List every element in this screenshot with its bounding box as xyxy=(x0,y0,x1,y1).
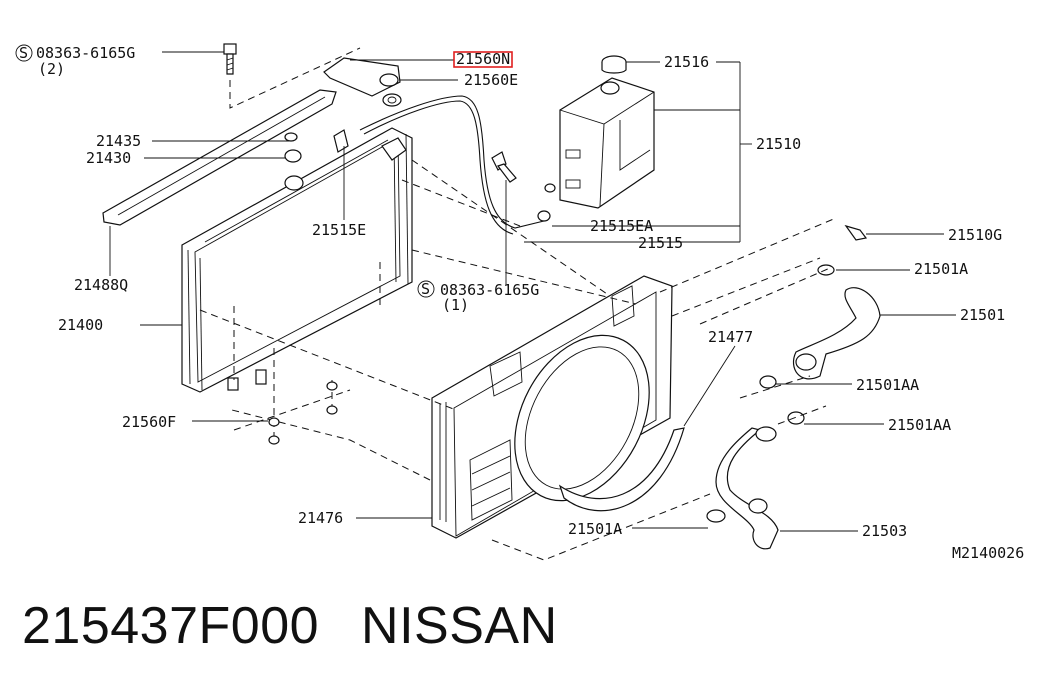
highlight-box-21560n xyxy=(453,51,513,68)
s-marker-top xyxy=(15,44,33,62)
fan-guard-21477 xyxy=(558,427,685,512)
label-21501a-top: 21501A xyxy=(914,260,968,278)
label-21515: 21515 xyxy=(638,234,683,252)
label-21503: 21503 xyxy=(862,522,907,540)
label-21560n: 21560N xyxy=(456,50,510,68)
lower-hose-21503 xyxy=(706,426,779,550)
label-21560f: 21560F xyxy=(122,413,176,431)
label-21510: 21510 xyxy=(756,135,801,153)
label-21400: 21400 xyxy=(58,316,103,334)
part-labels: S 08363-6165G (2) 21560N 21560E 21516 21… xyxy=(15,44,1024,562)
label-21510g: 21510G xyxy=(948,226,1002,244)
upper-seal-21488q xyxy=(102,89,337,226)
label-21560e: 21560E xyxy=(464,71,518,89)
caption-part-number: 215437F000 xyxy=(22,597,320,655)
label-21430: 21430 xyxy=(86,149,131,167)
bolt-middle xyxy=(491,151,517,183)
bolt-21510g xyxy=(844,224,868,241)
label-21501aa-2: 21501AA xyxy=(888,416,951,434)
reservoir-tank-21510 xyxy=(537,55,655,222)
drawing-code: M2140026 xyxy=(952,544,1024,562)
label-bolt-mid: 08363-6165G xyxy=(440,281,539,299)
bracket-21560n xyxy=(323,57,402,107)
s-marker-top-text: S xyxy=(19,44,28,62)
overflow-hose-21515 xyxy=(359,95,549,229)
label-21476: 21476 xyxy=(298,509,343,527)
label-21516: 21516 xyxy=(664,53,709,71)
label-bolt-top: 08363-6165G xyxy=(36,44,135,62)
bolt-top xyxy=(223,43,237,75)
label-21515ea: 21515EA xyxy=(590,217,653,235)
label-21501a-bottom: 21501A xyxy=(568,520,622,538)
caption-brand: NISSAN xyxy=(361,597,558,655)
label-21488q: 21488Q xyxy=(74,276,128,294)
radiator-21400 xyxy=(181,127,413,393)
label-bolt-top-qty: (2) xyxy=(38,60,65,78)
leader-lines xyxy=(109,51,956,532)
caption: 215437F000 NISSAN xyxy=(22,596,558,656)
label-21477: 21477 xyxy=(708,328,753,346)
label-21501: 21501 xyxy=(960,306,1005,324)
assembly-guide-lines xyxy=(199,47,837,561)
parts-diagram: S 08363-6165G (2) 21560N 21560E 21516 21… xyxy=(15,43,1024,562)
s-marker-mid xyxy=(417,280,435,298)
s-marker-mid-text: S xyxy=(421,280,430,298)
upper-hose-21501 xyxy=(759,264,881,425)
label-21501aa-1: 21501AA xyxy=(856,376,919,394)
fan-shroud-21476 xyxy=(431,275,673,539)
label-bolt-mid-qty: (1) xyxy=(442,296,469,314)
washers-21560f xyxy=(268,381,338,445)
label-21435: 21435 xyxy=(96,132,141,150)
label-21515e: 21515E xyxy=(312,221,366,239)
